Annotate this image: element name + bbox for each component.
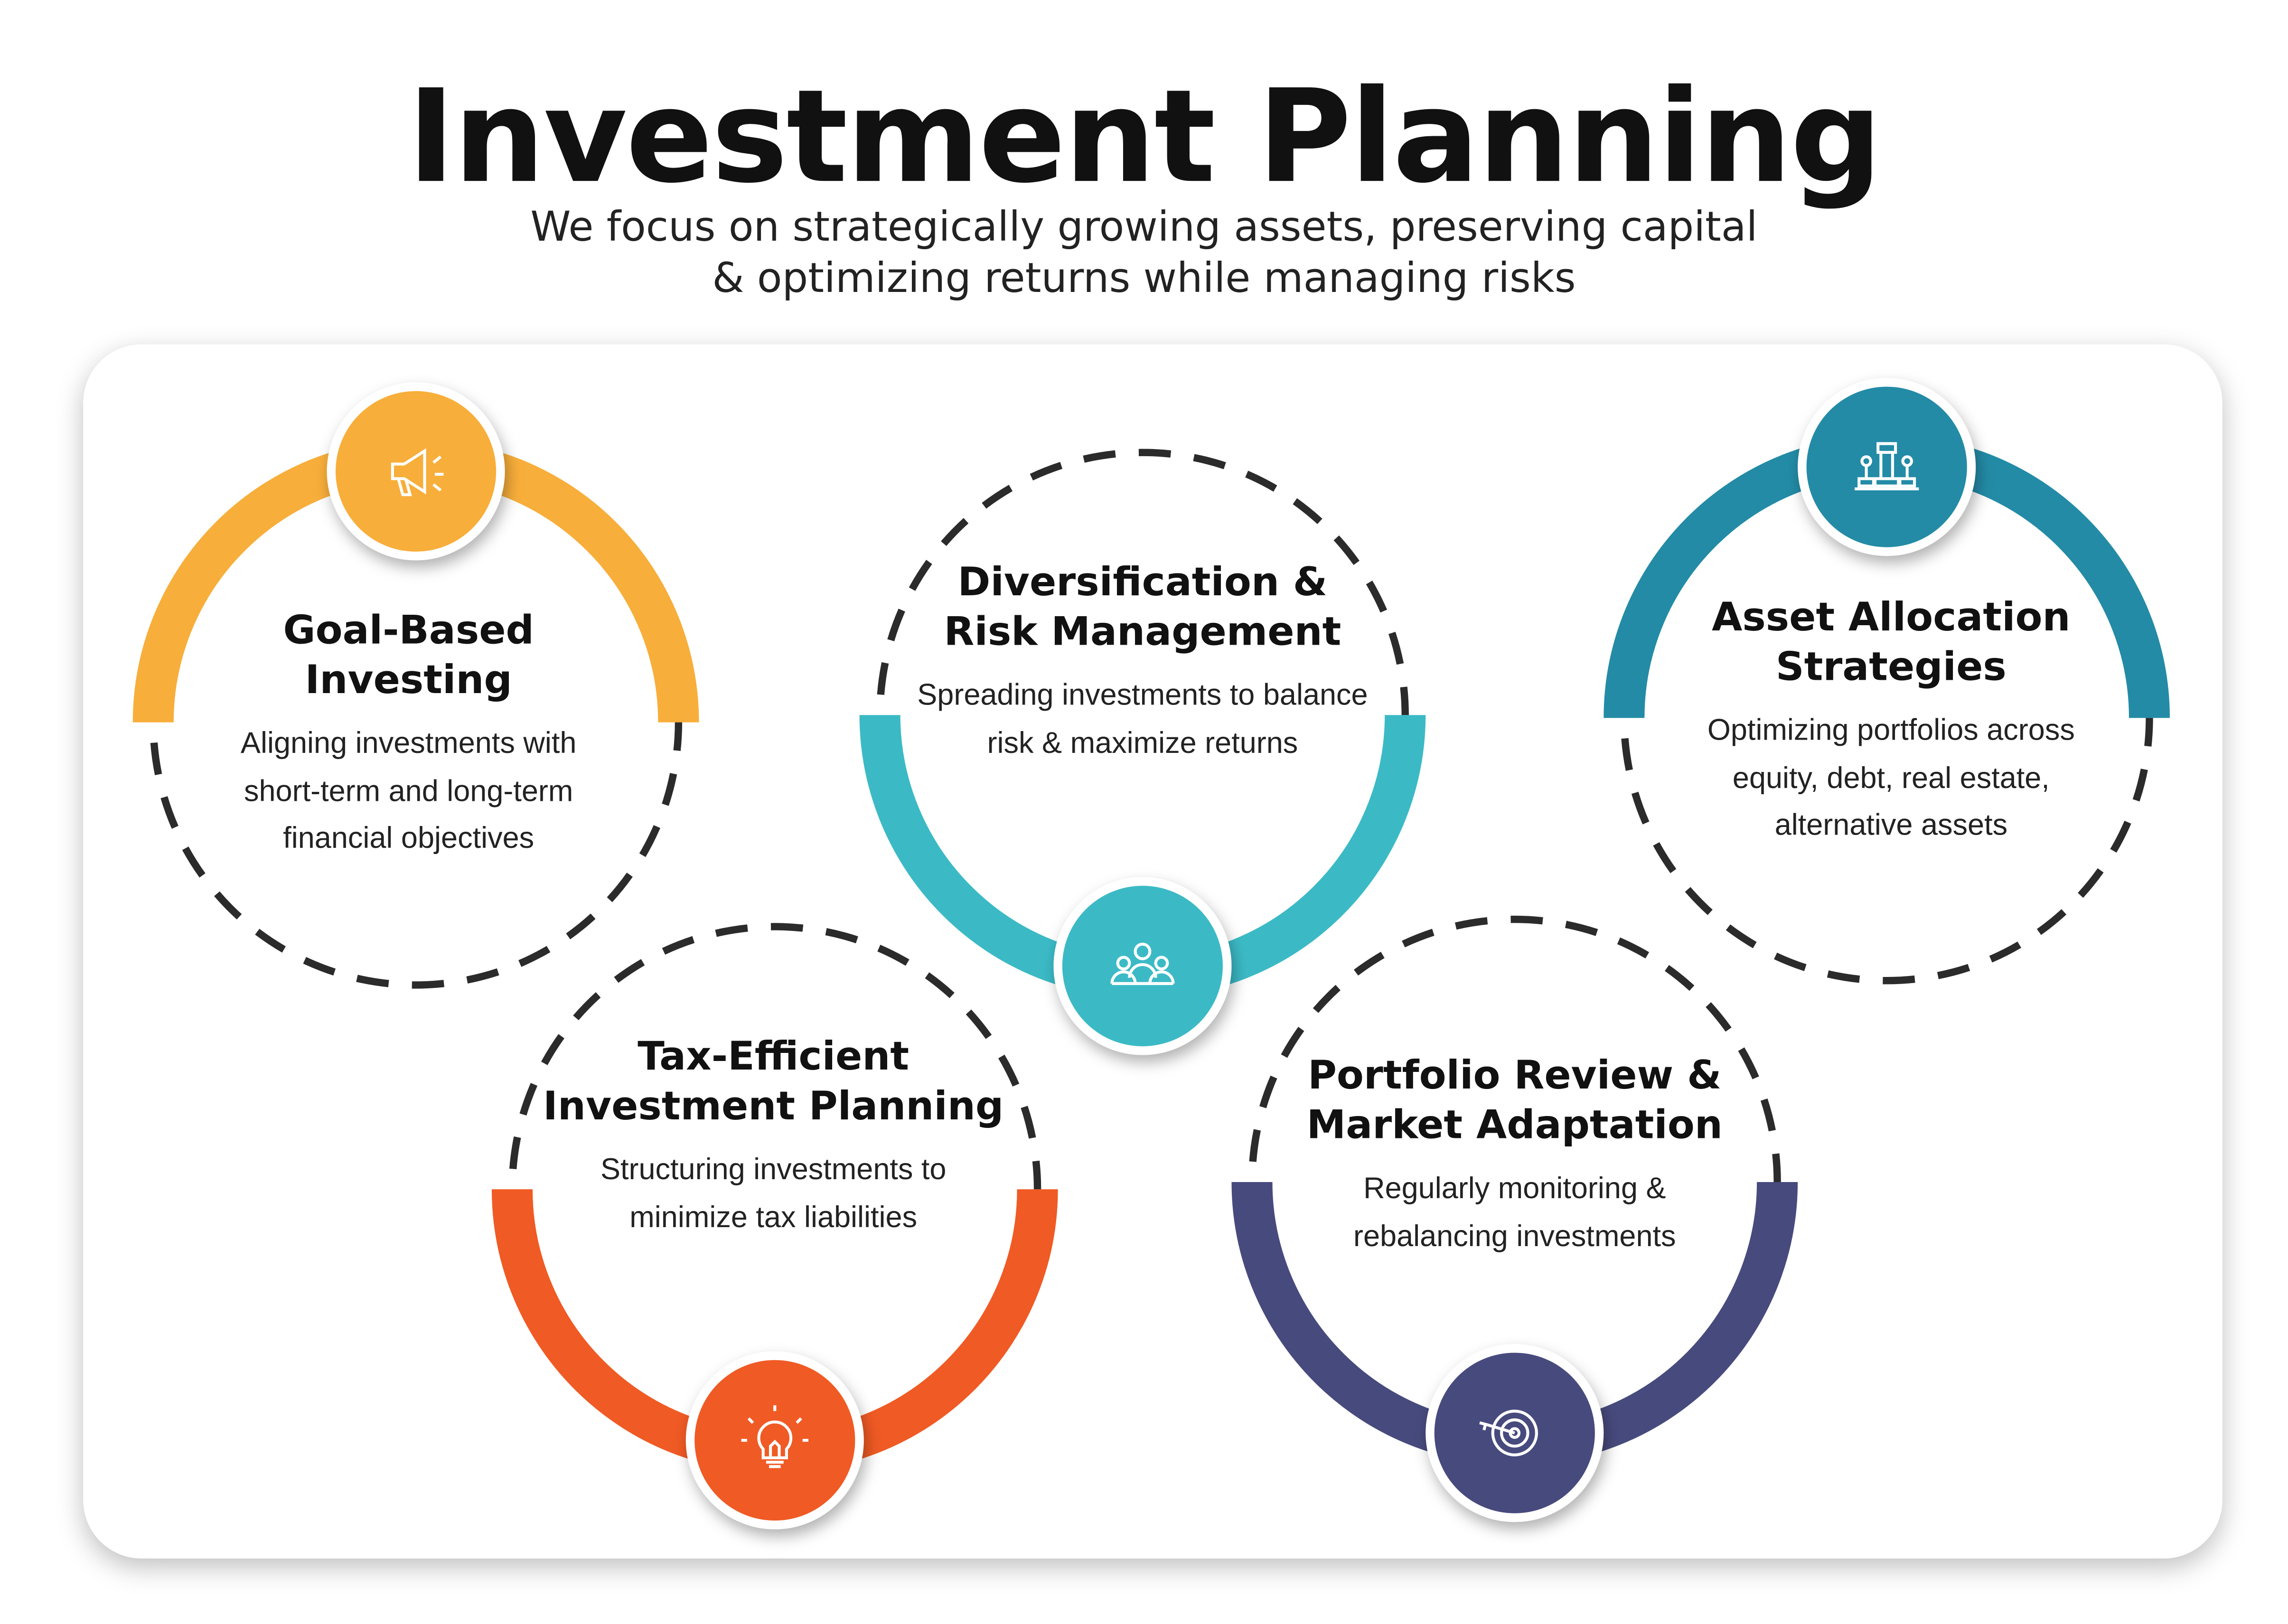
dashed-arc (1248, 916, 1781, 1182)
item-description: Optimizing portfolios across equity, debt… (1585, 708, 2197, 850)
desc-line: risk & maximize returns (987, 726, 1298, 760)
megaphone-icon (327, 382, 505, 561)
item-description: Structuring investments to minimize tax l… (467, 1147, 1080, 1242)
item-title: Tax-Efficient (638, 1034, 910, 1080)
cycle-ring-4 (491, 923, 1058, 1530)
chess-pieces-icon (1798, 378, 1976, 556)
item-portfolio-review: Portfolio Review & Market Adaptation Reg… (1208, 1052, 1821, 1261)
target-icon (1425, 1344, 1604, 1522)
item-title: Risk Management (944, 610, 1341, 656)
cycle-ring-2 (859, 449, 1426, 1055)
cycle-ring-5 (1231, 916, 1798, 1522)
item-title: Goal-Based (283, 608, 534, 654)
cycle-ring-3 (1603, 378, 2170, 985)
item-title: Diversification & (957, 560, 1328, 606)
item-description: Spreading investments to balance risk & m… (836, 673, 1449, 768)
item-title: Market Adaptation (1306, 1103, 1723, 1149)
desc-line: rebalancing investments (1353, 1219, 1676, 1253)
page-title: Investment Planning (407, 61, 1882, 212)
desc-line: Spreading investments to balance (917, 678, 1368, 713)
people-group-icon (1053, 877, 1232, 1055)
desc-line: Structuring investments to (600, 1153, 947, 1187)
item-description: Regularly monitoring & rebalancing invest… (1208, 1166, 1821, 1261)
item-diversification: Diversification & Risk Management Spread… (836, 559, 1449, 768)
dashed-arc (508, 923, 1041, 1190)
cycle-ring-1 (132, 382, 699, 989)
desc-line: short-term and long-term (244, 774, 573, 808)
desc-line: Regularly monitoring & (1363, 1172, 1666, 1206)
dashed-arc (876, 449, 1409, 715)
item-tax-efficient: Tax-Efficient Investment Planning Struct… (467, 1033, 1080, 1242)
dashed-arc (150, 722, 683, 989)
subtitle-line: & optimizing returns while managing risk… (712, 253, 1576, 302)
item-title: Investing (305, 658, 512, 704)
subtitle-line: We focus on strategically growing assets… (530, 203, 1758, 251)
lightbulb-icon (685, 1351, 864, 1530)
desc-line: Optimizing portfolios across (1707, 713, 2075, 747)
desc-line: alternative assets (1774, 808, 2008, 842)
item-title: Asset Allocation (1712, 595, 2071, 641)
desc-line: Aligning investments with (240, 726, 577, 760)
desc-line: equity, debt, real estate, (1732, 761, 2050, 795)
item-title: Portfolio Review & (1308, 1053, 1722, 1099)
dashed-arc (1620, 718, 2153, 985)
item-title: Strategies (1775, 645, 2007, 691)
desc-line: minimize tax liabilities (629, 1200, 918, 1234)
item-goal-based: Goal-Based Investing Aligning investment… (102, 607, 715, 863)
item-title: Investment Planning (543, 1084, 1004, 1130)
item-description: Aligning investments with short-term and … (102, 721, 715, 864)
item-asset-allocation: Asset Allocation Strategies Optimizing p… (1585, 594, 2197, 850)
page-subtitle: We focus on strategically growing assets… (0, 201, 2288, 303)
desc-line: financial objectives (283, 821, 534, 855)
